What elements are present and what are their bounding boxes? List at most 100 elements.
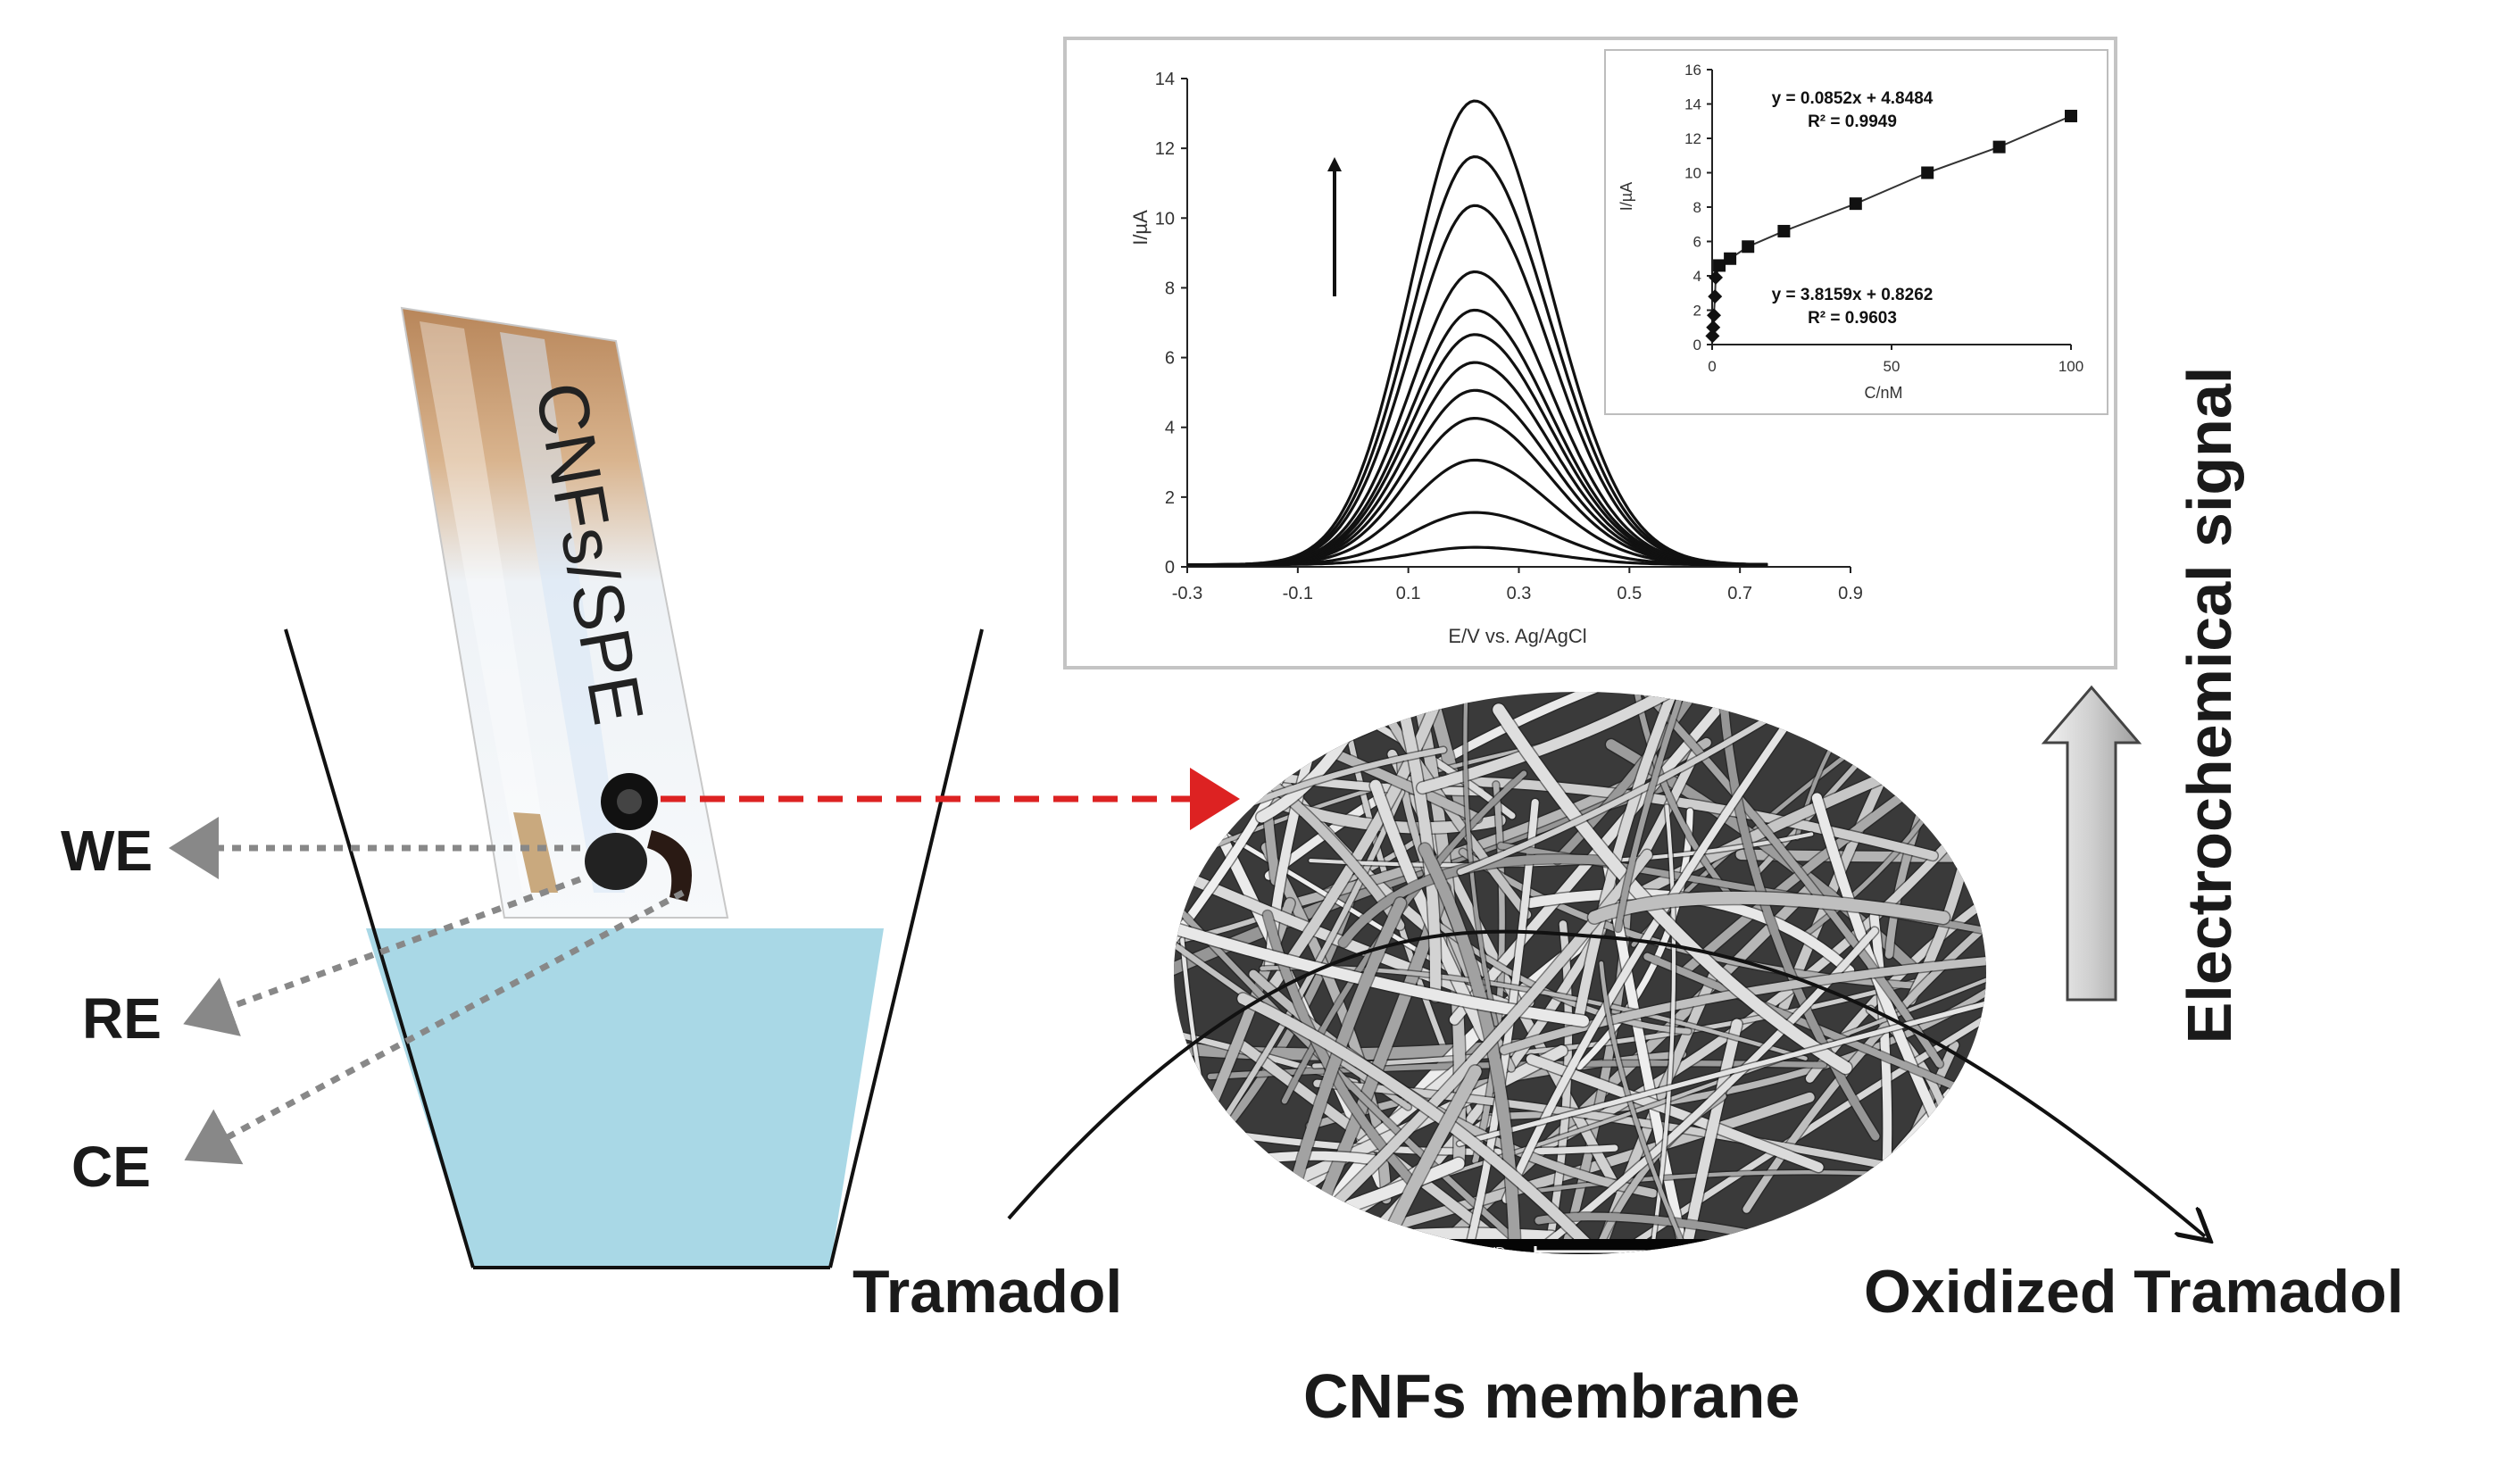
main-x-ticks: -0.3 -0.1 0.1 0.3 0.5 0.7 0.9: [1172, 567, 1863, 603]
reaction-curve-arrow: [1007, 929, 2205, 1236]
inset-y-tick-label: 8: [1693, 199, 1701, 216]
inset-r2-lower: R² = 0.9603: [1808, 309, 1897, 328]
inset-frame: [1604, 49, 2108, 415]
counter-electrode-pad: [585, 833, 647, 890]
ce-leader-line: [184, 889, 685, 1165]
inset-point: [1706, 320, 1721, 335]
inset-y-tick-label: 0: [1693, 337, 1701, 353]
sem-fiber: [1658, 1019, 1742, 1254]
beaker: [284, 628, 984, 1269]
sem-fiber: [1457, 692, 1897, 875]
inset-y-tick-label: 10: [1684, 165, 1701, 182]
sem-fiber: [1312, 977, 1925, 1069]
inset-eq-upper: y = 0.0852x + 4.8484: [1772, 89, 1934, 108]
main-x-tick-label: 0.5: [1617, 584, 1642, 603]
inset-point: [1921, 166, 1934, 179]
inset-x-label: C/nM: [1864, 384, 1902, 402]
main-y-tick-label: 10: [1155, 209, 1175, 229]
main-x-tick-label: -0.1: [1283, 584, 1313, 603]
sem-fiber: [1174, 836, 1589, 1027]
tramadol-label: Tramadol: [852, 1258, 1123, 1326]
beaker-wall-right: [828, 628, 984, 1268]
main-y-tick-label: 12: [1155, 139, 1175, 159]
main-x-tick-label: 0.3: [1507, 584, 1532, 603]
sem-fiber: [1417, 692, 1805, 794]
main-x-tick-label: 0.9: [1838, 584, 1863, 603]
sem-text-wd: WD: [1482, 1245, 1506, 1260]
we-label: WE: [61, 819, 154, 883]
inset-point: [1849, 197, 1862, 211]
sem-fiber: [1338, 854, 1618, 948]
voltammogram-curve: [1187, 99, 1768, 567]
counter-electrode-arc: [647, 830, 692, 902]
inset-x-tick-label: 100: [2058, 358, 2083, 375]
sem-fiber: [1383, 927, 1878, 1254]
main-chart: 0 2 4 6 8 10 12 14 -0.3 -0.1 0.1 0.3 0.5 0.7 0.9 I/µA…: [1129, 70, 1863, 647]
main-y-tick-label: 2: [1165, 488, 1175, 508]
main-y-tick-label: 4: [1165, 419, 1175, 438]
inset-point: [1742, 240, 1755, 254]
signal-up-arrow: [2041, 685, 2142, 1002]
inset-point: [2065, 109, 2077, 122]
sem-fiber: [1457, 977, 1986, 1146]
inset-point: [1777, 224, 1791, 237]
oxidized-tramadol-label: Oxidized Tramadol: [1864, 1258, 2404, 1326]
sem-scalebar: Magn Det WD 7 µm SE 14.8: [1330, 1239, 1884, 1282]
inset-points: [1705, 109, 2077, 344]
sem-fiber: [1237, 993, 1700, 1254]
inset-point: [1724, 252, 1737, 265]
working-electrode-center: [617, 789, 642, 814]
inset-y-tick-label: 14: [1684, 96, 1701, 113]
main-y-tick-label: 14: [1155, 70, 1175, 89]
sem-fiber: [1418, 843, 1522, 1254]
sem-text-wd-value: 14.8: [1482, 1267, 1510, 1282]
main-x-tick-label: -0.3: [1172, 584, 1202, 603]
sem-fiber: [1576, 808, 1693, 1070]
sem-fiber: [1502, 692, 1846, 1203]
inset-x-tick-label: 50: [1884, 358, 1900, 375]
electrochemical-signal-label: Electrochemical signal: [2175, 366, 2244, 1044]
sem-text-magn: Magn: [1339, 1245, 1375, 1260]
inset-y-tick-label: 6: [1693, 234, 1701, 251]
main-y-tick-label: 6: [1165, 349, 1175, 369]
sem-fiber: [1493, 703, 1852, 1074]
main-x-tick-label: 0.7: [1727, 584, 1752, 603]
reference-electrode-pad: [513, 812, 558, 893]
sem-fiber: [1406, 776, 1938, 861]
inset-point: [1708, 289, 1723, 304]
main-y-tick-label: 8: [1165, 279, 1175, 298]
main-y-tick-label: 0: [1165, 558, 1175, 578]
beaker-wall-left: [284, 628, 475, 1268]
inset-y-tick-label: 12: [1684, 130, 1701, 147]
sem-fiber: [1615, 692, 1757, 932]
inset-y-label: I/µA: [1618, 182, 1635, 211]
sem-text-se: SE: [1428, 1267, 1447, 1282]
sem-text-det: Det: [1428, 1245, 1451, 1260]
sem-fiber: [1795, 692, 1986, 840]
sem-scalebar-strip: [1330, 1239, 1884, 1254]
membrane-label: CNFs membrane: [1303, 1361, 1801, 1431]
electrode-strip: [400, 306, 729, 919]
sem-fiber: [1266, 696, 1442, 994]
inset-point: [1713, 259, 1726, 272]
sem-text-scale: 7 µm: [1723, 1245, 1755, 1260]
sem-fiber: [1174, 735, 1584, 994]
inset-x-ticks: 0 50 100: [1708, 345, 2083, 375]
inset-x-tick-label: 0: [1708, 358, 1716, 375]
sem-fiber: [1174, 882, 1593, 1254]
main-x-tick-label: 0.1: [1396, 584, 1421, 603]
sem-fiber: [1599, 961, 1742, 1254]
sem-fiber: [1526, 1054, 1824, 1172]
main-curves: [1187, 99, 1768, 567]
inset-y-tick-label: 16: [1684, 62, 1701, 79]
ce-label: CE: [71, 1135, 151, 1199]
strip-track-1: [420, 321, 553, 893]
re-label: RE: [82, 986, 162, 1051]
inset-point: [1707, 308, 1722, 323]
inset-point: [1705, 328, 1720, 344]
strip-track-2: [500, 332, 625, 893]
